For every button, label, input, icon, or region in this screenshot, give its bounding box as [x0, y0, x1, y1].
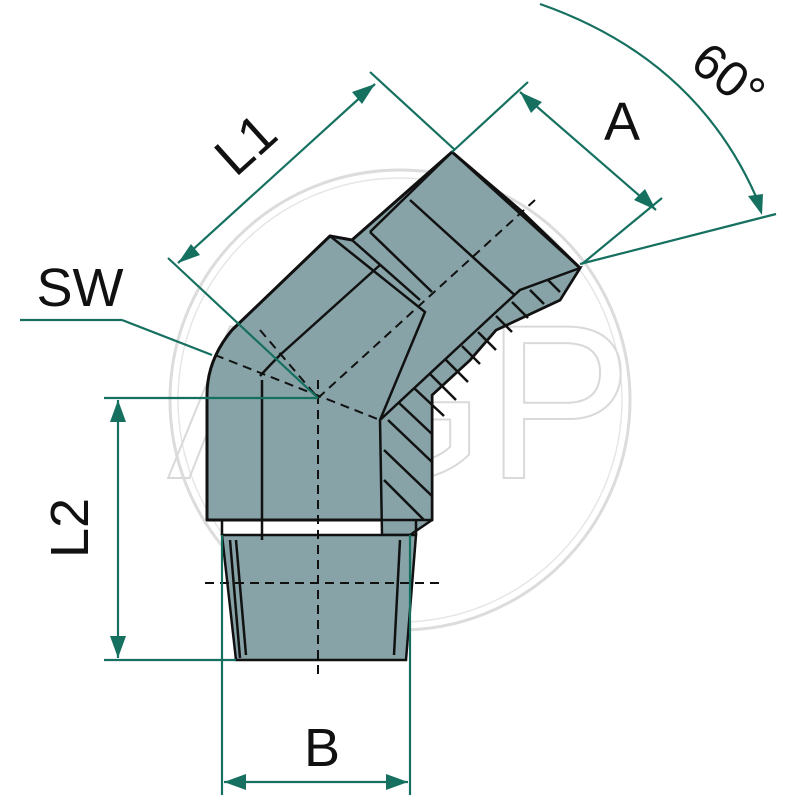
L1-arrow-start — [178, 244, 200, 263]
L1-dimension-line — [177, 83, 376, 264]
dimension-A: A — [451, 81, 663, 265]
angled-centerline — [317, 199, 536, 399]
hex-nut — [231, 234, 427, 421]
B-arrow-left — [224, 774, 246, 790]
label-SW: SW — [37, 258, 124, 318]
dimension-L2: L2 — [40, 396, 318, 662]
A-ext-bottom — [581, 197, 663, 265]
hex-face-line — [351, 239, 421, 301]
L1-ext-bottom — [167, 257, 319, 399]
B-arrow-right — [386, 774, 408, 790]
L1-arrow-end — [352, 84, 375, 104]
A-arrow-start — [520, 92, 542, 113]
label-A: A — [604, 92, 640, 152]
SW-leader-diagonal — [121, 318, 213, 357]
A-arrow-end — [634, 189, 656, 210]
thread-right-inner — [392, 539, 402, 656]
thread-left-inner — [234, 539, 248, 656]
label-L2: L2 — [40, 498, 100, 558]
A-ext-top — [451, 81, 529, 153]
label-B: B — [304, 718, 340, 778]
L2-arrow-top — [110, 400, 126, 422]
thread-root-left — [228, 539, 242, 659]
cone-line — [409, 199, 521, 301]
hatch-lines — [383, 279, 561, 521]
dimension-B: B — [220, 535, 412, 795]
angle-arrow — [748, 194, 763, 215]
angle-ext-line — [579, 212, 777, 266]
center-lines — [205, 199, 536, 680]
label-angle: 60° — [681, 31, 775, 122]
A-dimension-line — [519, 91, 657, 211]
L2-arrow-bottom — [110, 636, 126, 658]
angle-arc — [539, 2, 762, 207]
dimension-angle: 60° — [539, 2, 777, 266]
dimension-SW: SW — [20, 258, 213, 357]
hex-face-line-2 — [369, 231, 433, 293]
L1-ext-top — [369, 71, 456, 151]
